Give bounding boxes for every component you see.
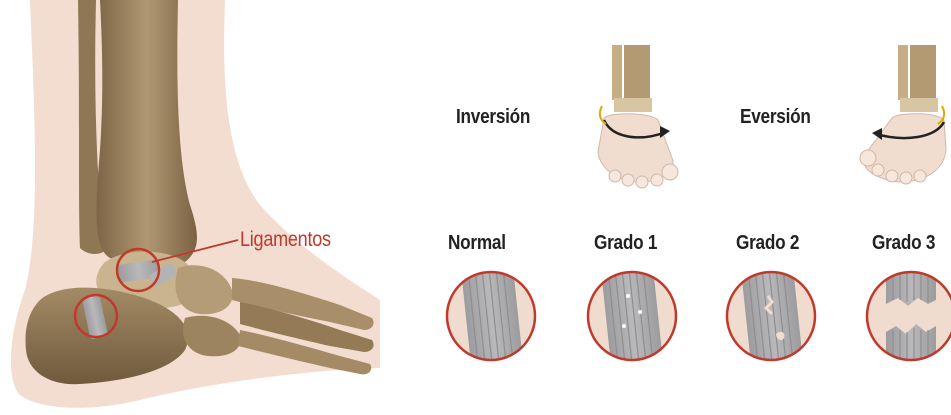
foot-eversion-icon [860,45,946,184]
foot-inversion-icon [598,45,678,188]
ligament-normal-icon [447,267,535,364]
ligament-grade-3-icon [867,270,951,362]
inversion-label: Inversión [456,106,530,129]
eversion-label: Eversión [740,106,811,129]
ligaments-callout-label: Ligamentos [240,228,331,252]
grade-normal-label: Normal [448,232,506,255]
grade-1-label: Grado 1 [594,232,657,255]
ligament-grade-2-icon [727,267,815,364]
grade-3-label: Grado 3 [872,232,935,255]
grade-2-label: Grado 2 [736,232,799,255]
ligament-grade-1-icon [588,268,676,365]
